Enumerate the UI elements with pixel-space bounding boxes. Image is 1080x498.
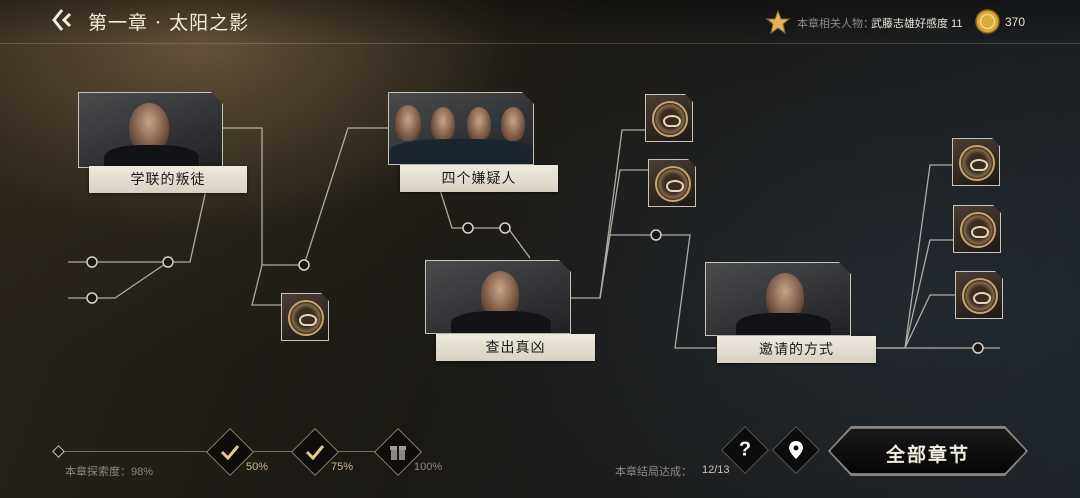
exploration-value: 98%	[131, 466, 154, 478]
ending-label: 本章结局达成：	[615, 466, 692, 478]
milestone-percent: 75%	[331, 461, 354, 473]
map-location-button[interactable]	[771, 425, 821, 475]
node-label: 邀请的方式	[717, 336, 876, 363]
character-portrait	[425, 260, 571, 334]
top-divider	[0, 43, 1080, 44]
milestone-100[interactable]	[373, 427, 423, 477]
check-icon	[220, 445, 240, 460]
all-chapters-button[interactable]: 全部章节	[830, 428, 1026, 474]
affinity-value: 武藤志雄好感度 11	[871, 18, 963, 30]
locked-branch-badge[interactable]	[281, 293, 329, 341]
related-characters-label: 本章相关人物：	[797, 18, 874, 30]
path-dot	[499, 222, 511, 234]
path-dot	[162, 256, 174, 268]
path-dot	[972, 342, 984, 354]
back-arrow-icon[interactable]	[52, 8, 78, 32]
all-chapters-label: 全部章节	[885, 444, 970, 466]
path-dot	[86, 256, 98, 268]
chapter-title: 第一章 · 太阳之影	[88, 12, 250, 34]
character-portrait	[78, 92, 223, 168]
locked-branch-badge[interactable]	[645, 94, 693, 142]
node-label: 学联的叛徒	[89, 166, 247, 193]
coin-icon	[975, 9, 1000, 34]
locked-branch-badge[interactable]	[648, 159, 696, 207]
exploration-label: 本章探索度：98%	[65, 466, 154, 478]
node-label: 四个嫌疑人	[400, 165, 558, 192]
node-label: 查出真凶	[436, 334, 595, 361]
character-portrait	[705, 262, 851, 336]
star-icon	[766, 10, 790, 34]
locked-branch-badge[interactable]	[955, 271, 1003, 319]
milestone-50[interactable]	[205, 427, 255, 477]
path-dot	[86, 292, 98, 304]
question-icon: ?	[738, 438, 752, 461]
path-dot	[298, 259, 310, 271]
path-dot	[462, 222, 474, 234]
locked-branch-badge[interactable]	[952, 138, 1000, 186]
path-dot	[650, 229, 662, 241]
milestone-75[interactable]	[290, 427, 340, 477]
location-pin-icon	[789, 441, 803, 459]
coin-count: 370	[1005, 15, 1026, 29]
gift-icon	[390, 446, 406, 460]
milestone-percent: 100%	[414, 461, 443, 473]
suspects-portrait	[388, 92, 534, 165]
check-icon	[305, 445, 325, 460]
ending-count: 12/13	[702, 464, 730, 476]
locked-branch-badge[interactable]	[953, 205, 1001, 253]
top-bar	[0, 0, 1080, 44]
milestone-percent: 50%	[246, 461, 269, 473]
